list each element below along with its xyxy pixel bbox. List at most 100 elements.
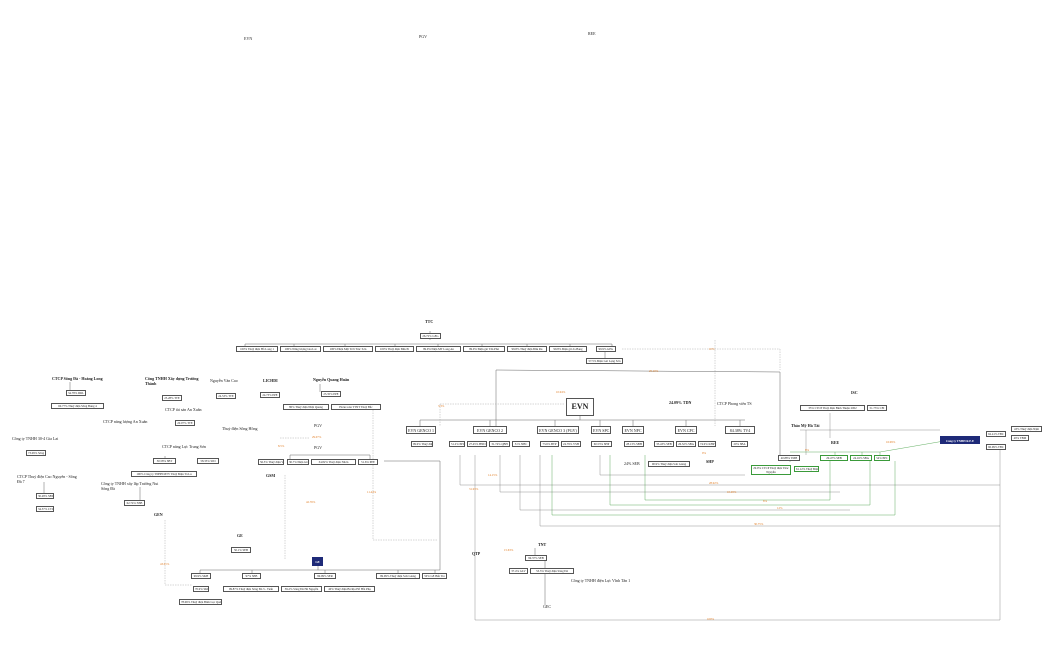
ttc-tail-node[interactable]: 57.5% Điện Gió Lạng Sơn	[586, 358, 623, 364]
evn-group-spc[interactable]: EVN SPC	[591, 426, 611, 434]
ree-sub[interactable]: 61.12% Thuỷ Điện Bắc	[794, 466, 819, 472]
ge-child[interactable]: 50% GE Bến Tre	[422, 573, 447, 579]
ttc-child-node[interactable]: 99.8% Thuỷ điện Đăk Ru	[507, 346, 547, 352]
ttc-child-node[interactable]: 99.9% Điện gió Tân Phú	[463, 346, 505, 352]
genco2-child[interactable]: 27.45% HND	[467, 441, 487, 447]
evn-group-cpc[interactable]: EVN CPC	[675, 426, 697, 434]
nq-node[interactable]: 23.35% PPE	[321, 391, 341, 397]
gsm-label: GSM	[266, 473, 276, 478]
pgv-node[interactable]: 30.7% Điện Gió Tâ	[287, 459, 309, 465]
ttc-child-node[interactable]: 99.8% Điện gió Ia Bang	[549, 346, 587, 352]
evn-root-node[interactable]: EVN	[566, 398, 594, 416]
ttc-child-node[interactable]: 100% Thuỷ điện Hồ Long 1	[236, 346, 278, 352]
evn-group-npc[interactable]: EVN NPC	[622, 426, 644, 434]
top-label-pgv: PGV	[419, 34, 428, 39]
link-percent: 3.3%	[438, 404, 445, 408]
ttc-child-node[interactable]: 99.9% GEG	[596, 346, 616, 352]
tdt-child[interactable]: 37.4% GLV	[509, 568, 528, 574]
spc-child[interactable]: 60.53% SHP	[591, 441, 612, 447]
ge-small-label: GE	[237, 533, 243, 538]
tn-node[interactable]: 62.74% NSB	[124, 500, 145, 506]
isc-child[interactable]: 35% CTCP Thuỷ điện Bình Thuận 2002	[800, 405, 865, 411]
gen-label: GEN	[154, 512, 163, 517]
song-da-label: CTCP Sông Đà - Hoàng Long	[52, 376, 103, 381]
link-percent: 8.5%	[278, 444, 285, 448]
npc-child[interactable]: 28.13% SBH	[624, 441, 644, 447]
tv4-child[interactable]: 20% SBA	[731, 441, 748, 447]
ge-child[interactable]: 99.99% Thuỷ điện Sơn Giang	[376, 573, 420, 579]
genco1-child[interactable]: 99.9% Thuỷ điện Bảng Bình	[411, 441, 433, 447]
truong-nui-label: Công ty TNHH xây lắp Trường Nui Sông Đà	[101, 481, 159, 491]
cpc-child[interactable]: 74.9% KHP	[698, 441, 716, 447]
evn-group-genco3[interactable]: EVN GENCO 3 (PGV)	[537, 426, 579, 434]
ge-grand[interactable]: 70.9% SKH	[193, 586, 209, 592]
genco3-child[interactable]: 24.79% VSH	[561, 441, 581, 447]
evn-note-node[interactable]: 00.9% Thuỷ điện Sơn Giang	[648, 461, 690, 467]
ree-node[interactable]: 29.47% SEB	[820, 455, 848, 461]
ge-grand[interactable]: 99.87% Thuỷ điện Sông Đà 3 - Tuấn	[223, 586, 279, 592]
ree-sub[interactable]: 29.9% CTCP Thuỷ điện Thác Nguyễn	[751, 465, 791, 475]
ge-child[interactable]: 99.99% SER	[314, 573, 336, 579]
ge-root-node[interactable]: GE	[312, 557, 323, 566]
ree-right-node[interactable]: 60.99% TBC	[986, 444, 1006, 450]
pgv-node[interactable]: 34.82% Thuỷ điện Nhơn	[311, 459, 356, 465]
ge-grand[interactable]: 40% Thuỷ điện Bà Rịa Hố Hồi Phụ	[324, 586, 375, 592]
genco2-child[interactable]: 51.2% PPC	[449, 441, 465, 447]
ree-right-node[interactable]: 62.41% TBC	[986, 431, 1006, 437]
ttc-root-node[interactable]: 26.72% GEG	[420, 333, 441, 339]
luc-trung-label: CTCP năng Lực Trung Sơn	[162, 444, 206, 449]
truong-thanh-label: Công TNHH Xây dựng Trường Thành	[145, 376, 199, 386]
ree-company-node[interactable]: Công ty TNHH R.E.E	[940, 436, 980, 444]
top-label-ree: REE	[588, 31, 596, 36]
ttc-label: TTC	[425, 319, 434, 324]
genco2-child[interactable]: 31.74% QBH	[489, 441, 510, 447]
ree-right-node[interactable]: 43% Thuỷ điện Nậm	[1011, 426, 1042, 432]
link-percent: 8%	[805, 448, 809, 452]
tdt-node[interactable]: 99.37% SEB	[525, 555, 547, 561]
pgv-node[interactable]: 51.6% PPE	[358, 459, 378, 465]
evn-group-genco2[interactable]: EVN GENCO 2	[473, 426, 507, 434]
song-da-node[interactable]: 34.78% DRL	[66, 390, 86, 396]
luc-wide-node[interactable]: 100% Công ty TNHH MTV Thuỷ Điện Tà Lu	[131, 471, 197, 477]
ree-right-node[interactable]: 49% TBM	[1011, 435, 1029, 441]
truong-thanh-node[interactable]: 25.28% TTE	[162, 395, 182, 401]
evn-group-tv4[interactable]: 84.38% TV4	[725, 426, 755, 434]
nq-child[interactable]: Hoàn toàn TTNT Thuỷ Bắc	[331, 404, 381, 410]
gia-lai-node[interactable]: 73.09% Sông	[26, 450, 46, 456]
link-percent: 28.92%	[709, 481, 719, 485]
link-percent: 12%	[777, 506, 783, 510]
ttc-child-node[interactable]: 99.9% Điện MT Long An	[416, 346, 461, 352]
an-xuan-node[interactable]: 20.07% TTE	[175, 420, 195, 426]
ttc-child-node[interactable]: 100% Điện Mặt Trời Trúc Sơn	[323, 346, 373, 352]
tdt-child[interactable]: 53.3% Thuỷ điện Sông Đà	[530, 568, 574, 574]
link-percent: 10.94%	[556, 390, 566, 394]
lichdi-node[interactable]: 24.73% PPE	[260, 392, 280, 398]
ree-node[interactable]: 54% PPC	[874, 455, 890, 461]
ree-node[interactable]: 24.16% SBA	[850, 455, 872, 461]
ge-child[interactable]: 97% SEB	[242, 573, 261, 579]
genco3-child[interactable]: 73.6% BTP	[540, 441, 559, 447]
evn-group-genco1[interactable]: EVN GENCO 1	[406, 426, 436, 434]
tdc-node[interactable]: 30.28% SBT	[36, 493, 54, 499]
cpc-child[interactable]: 33.43% SEB	[654, 441, 674, 447]
ttc-child-node[interactable]: 100% Năng lượng Gia Lai	[280, 346, 321, 352]
pgv-node[interactable]: 56.3% Thuỷ điện VSH	[258, 459, 284, 465]
tdc-node[interactable]: 34.57% CTC	[36, 506, 54, 512]
ge-child[interactable]: 99.9% SKH	[191, 573, 211, 579]
ge-grand[interactable]: 39.2% Sông Đà Hà Nguyễn	[281, 586, 322, 592]
link-percent: 10%	[709, 347, 715, 351]
song-da-node[interactable]: 60.77% Thuỷ điện Sông Bung 4	[51, 403, 104, 409]
link-percent: 100%	[707, 617, 714, 621]
luc-node[interactable]: 58.35% SJD	[197, 458, 219, 464]
luc-node[interactable]: 30.58% SBT	[153, 458, 176, 464]
nvc-node[interactable]: 24.53% TTE	[216, 393, 236, 399]
ttc-child-node[interactable]: 100% Thuỷ điện Đăk Pi	[375, 346, 414, 352]
nq-child[interactable]: 80% Thuỷ điện Nhật Quang	[283, 404, 329, 410]
isc-child[interactable]: 51.73% CEI	[867, 405, 887, 411]
ree-node[interactable]: 40.88% TMB	[778, 455, 800, 461]
ge-grand[interactable]: 78.06% Thuỷ điện Bình Lục Quảng Hàng	[179, 599, 222, 605]
cpc-child[interactable]: 26.32% SBA	[676, 441, 696, 447]
genco2-child[interactable]: 31% NBC	[512, 441, 530, 447]
ge-small-node[interactable]: 50.1% SEB	[231, 547, 251, 553]
